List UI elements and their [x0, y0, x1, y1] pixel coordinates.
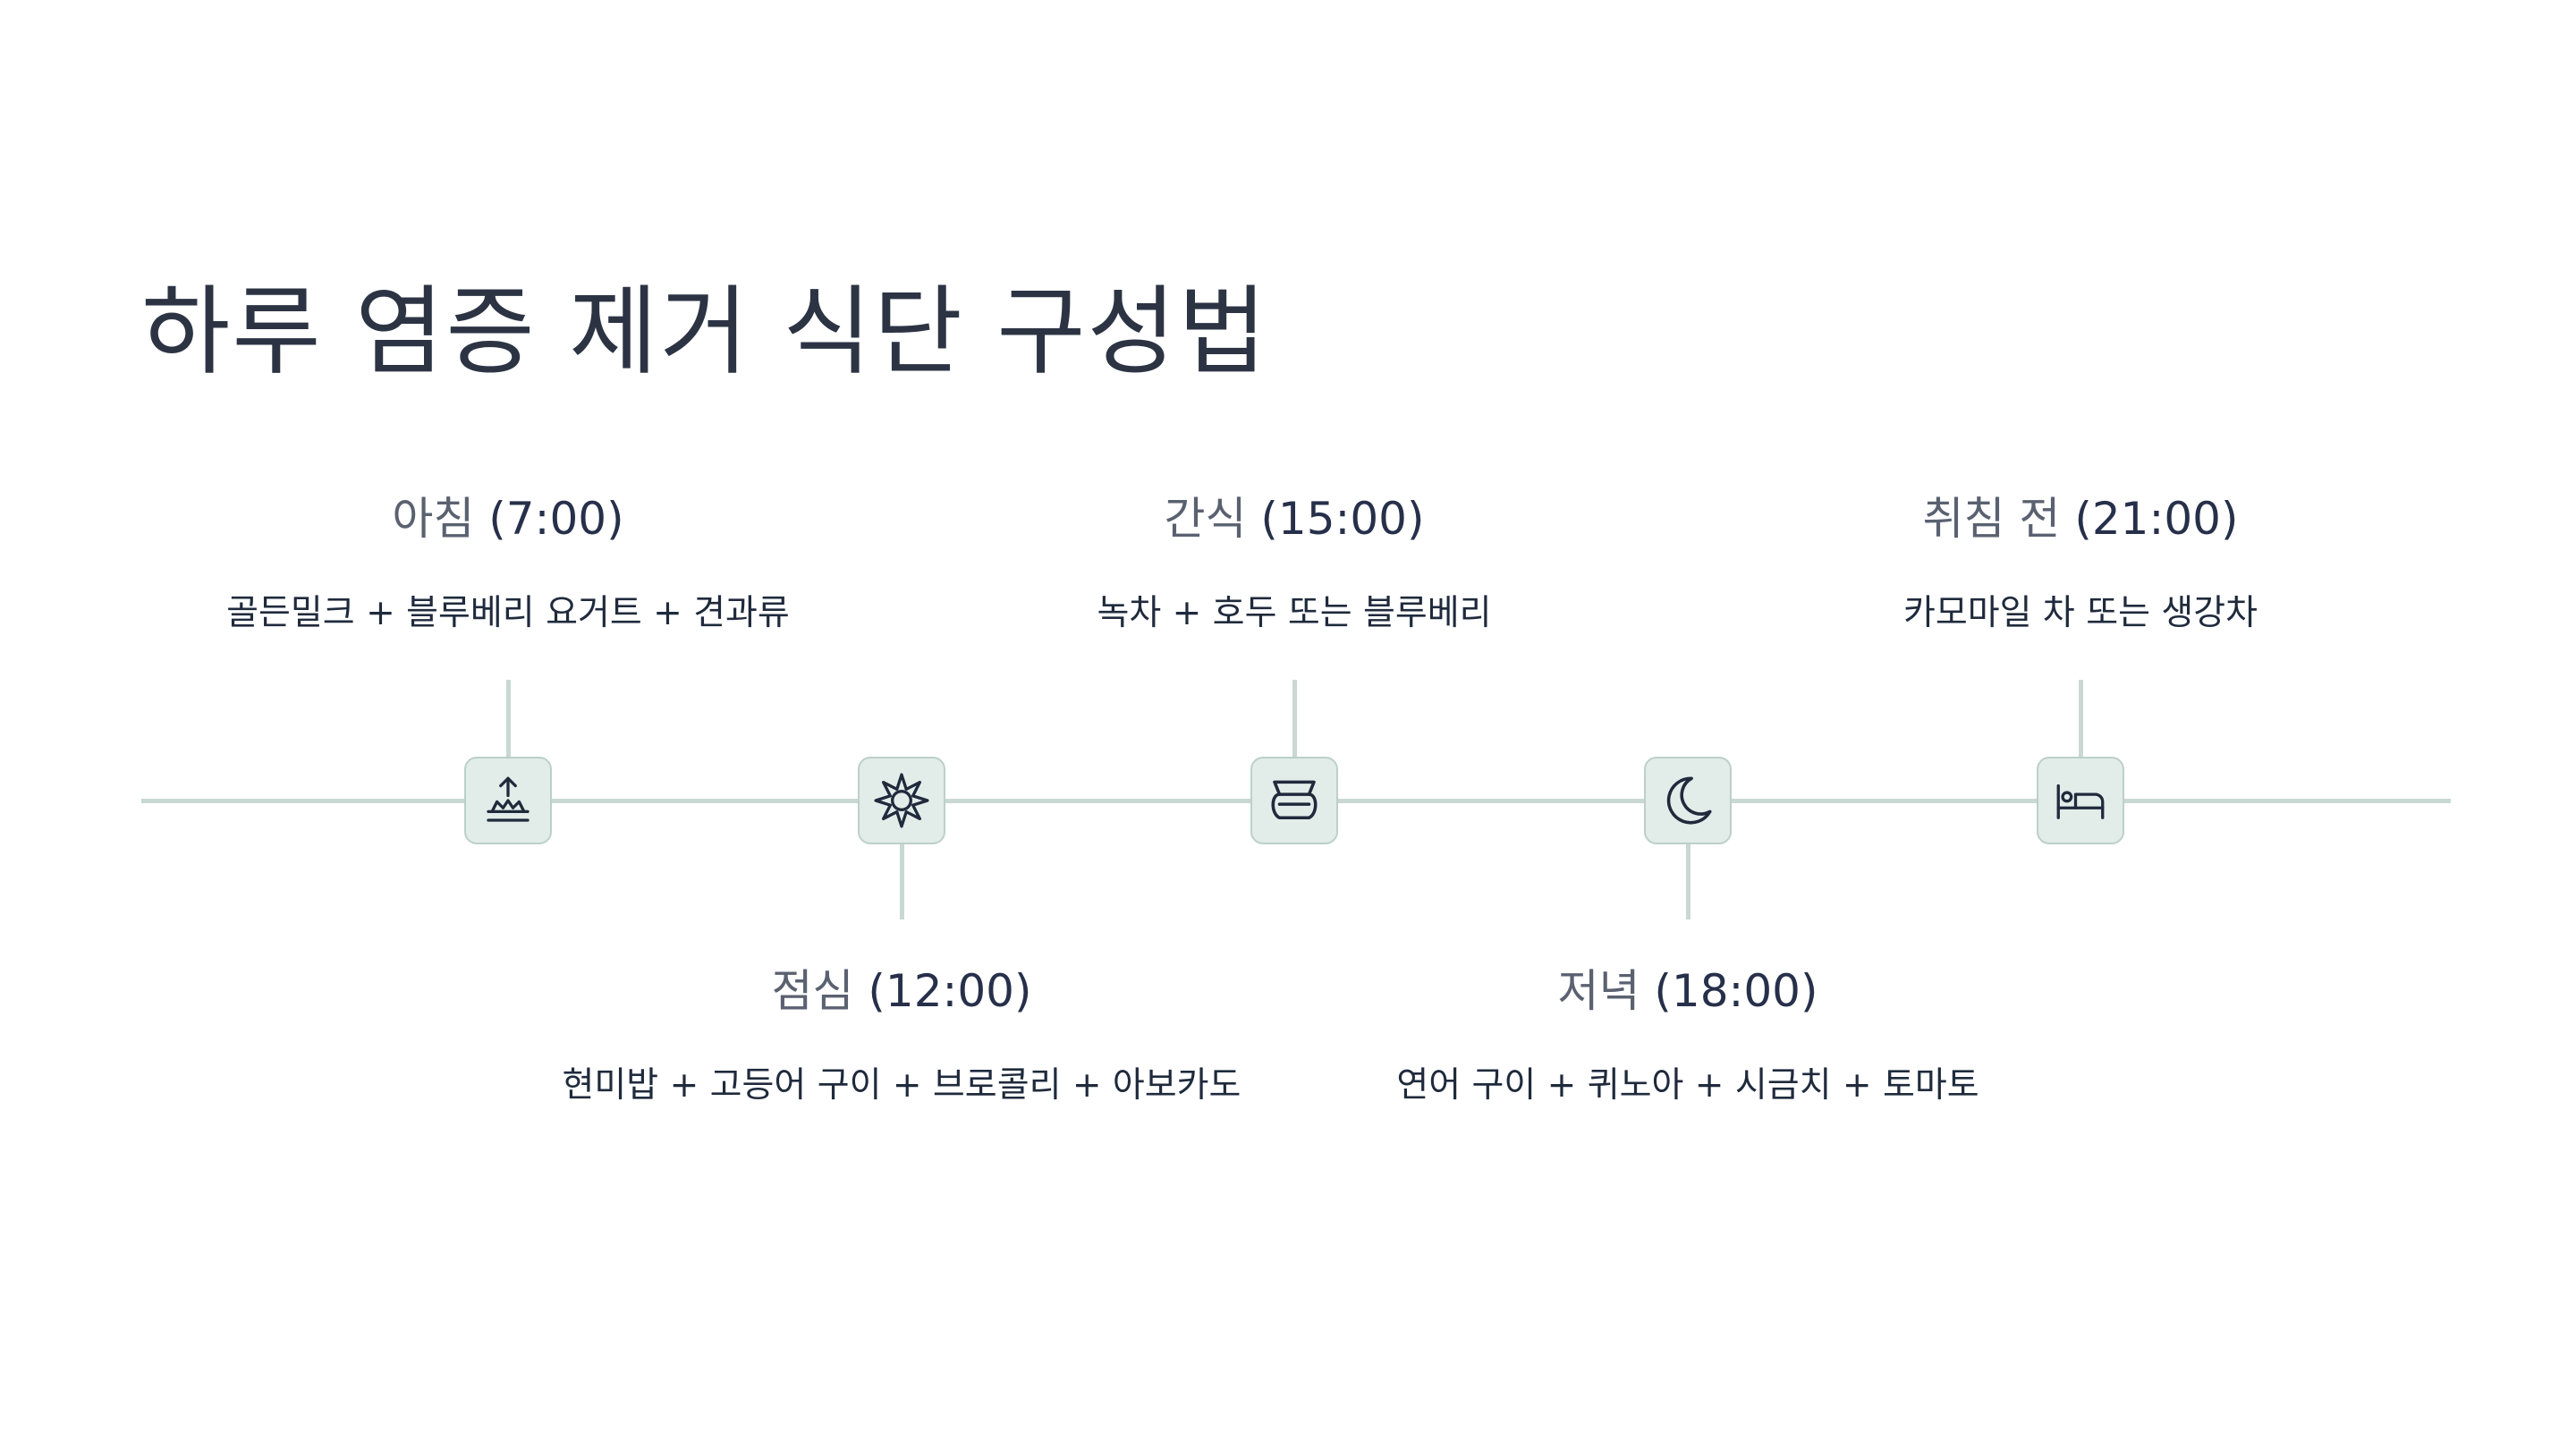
- connector-dinner: [1686, 844, 1690, 919]
- node-bedtime: [2037, 757, 2124, 844]
- label-breakfast: 아침 (7:00) 골든밀크 + 블루베리 요거트 + 견과류: [168, 496, 848, 645]
- meal-heading: 아침 (7:00): [168, 496, 848, 541]
- meal-description: 카모마일 차 또는 생강차: [1903, 593, 2258, 633]
- meal-time: (18:00): [1654, 965, 1818, 1017]
- sunrise-icon: [487, 776, 530, 822]
- meal-name: 아침: [392, 493, 475, 545]
- node-snack: [1250, 757, 1338, 844]
- meal-name: 점심: [771, 965, 854, 1017]
- bed-icon: [2056, 784, 2105, 819]
- meal-name: 간식: [1164, 493, 1247, 545]
- sun-icon: [874, 773, 929, 828]
- meal-time: (15:00): [1260, 493, 1425, 545]
- page-title: 하루 염증 제거 식단 구성법: [141, 276, 1269, 388]
- node-breakfast: [464, 757, 552, 844]
- label-dinner: 저녁 (18:00) 연어 구이 + 퀴노아 + 시금치 + 토마토: [1348, 969, 2028, 1117]
- meal-heading: 점심 (12:00): [562, 969, 1241, 1013]
- moon-icon: [1666, 776, 1712, 825]
- node-lunch: [858, 757, 945, 844]
- label-lunch: 점심 (12:00) 현미밥 + 고등어 구이 + 브로콜리 + 아보카도: [562, 969, 1241, 1117]
- node-dinner: [1644, 757, 1732, 844]
- meal-heading: 취침 전 (21:00): [1741, 496, 2420, 541]
- connector-lunch: [900, 844, 904, 919]
- meal-heading: 간식 (15:00): [954, 496, 1634, 541]
- meal-name: 저녁: [1557, 965, 1640, 1017]
- snack-bowl-icon: [1271, 780, 1318, 820]
- meal-description: 녹차 + 호두 또는 블루베리: [1097, 593, 1492, 633]
- label-snack: 간식 (15:00) 녹차 + 호두 또는 블루베리: [954, 496, 1634, 645]
- meal-time: (21:00): [2074, 493, 2239, 545]
- meal-description: 골든밀크 + 블루베리 요거트 + 견과류: [226, 593, 790, 633]
- connector-snack: [1292, 680, 1297, 757]
- meal-time: (12:00): [868, 965, 1032, 1017]
- meal-description: 연어 구이 + 퀴노아 + 시금치 + 토마토: [1396, 1065, 1979, 1106]
- meal-heading: 저녁 (18:00): [1348, 969, 2028, 1013]
- label-bedtime: 취침 전 (21:00) 카모마일 차 또는 생강차: [1741, 496, 2420, 645]
- meal-time: (7:00): [488, 493, 624, 545]
- connector-breakfast: [506, 680, 511, 757]
- meal-name: 취침 전: [1922, 493, 2061, 545]
- connector-bedtime: [2079, 680, 2083, 757]
- meal-description: 현미밥 + 고등어 구이 + 브로콜리 + 아보카도: [562, 1065, 1241, 1106]
